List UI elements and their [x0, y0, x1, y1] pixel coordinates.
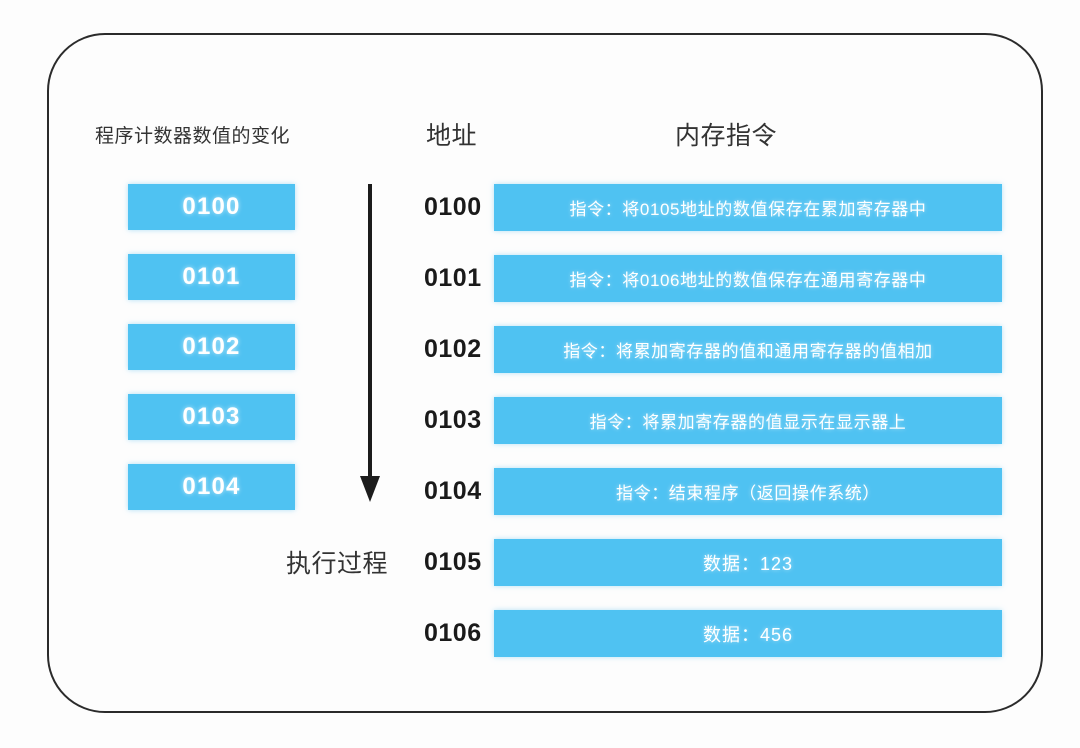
- program-counter-header: 程序计数器数值的变化: [95, 126, 291, 147]
- memory-address: 0105: [424, 548, 482, 576]
- arrow-shaft: [368, 184, 372, 480]
- memory-instruction-header: 内存指令: [675, 122, 778, 150]
- arrow-head-icon: [360, 476, 380, 502]
- table-row: 0104 指令：结束程序（返回操作系统）: [424, 468, 1002, 515]
- program-counter-box: 0101: [128, 254, 295, 300]
- memory-address: 0106: [424, 619, 482, 647]
- table-row: 0103 指令：将累加寄存器的值显示在显示器上: [424, 397, 1002, 444]
- program-counter-box: 0102: [128, 324, 295, 370]
- program-counter-column: 0100 0101 0102 0103 0104: [128, 184, 295, 534]
- memory-content: 指令：结束程序（返回操作系统）: [494, 468, 1002, 515]
- memory-address: 0101: [424, 264, 482, 292]
- memory-content: 指令：将0106地址的数值保存在通用寄存器中: [494, 255, 1002, 302]
- memory-content: 指令：将累加寄存器的值显示在显示器上: [494, 397, 1002, 444]
- table-row: 0106 数据：456: [424, 610, 1002, 657]
- memory-table: 0100 指令：将0105地址的数值保存在累加寄存器中 0101 指令：将010…: [424, 184, 1002, 681]
- memory-content: 指令：将累加寄存器的值和通用寄存器的值相加: [494, 326, 1002, 373]
- memory-content: 数据：123: [494, 539, 1002, 586]
- table-row: 0102 指令：将累加寄存器的值和通用寄存器的值相加: [424, 326, 1002, 373]
- memory-address: 0102: [424, 335, 482, 363]
- execution-process-label: 执行过程: [286, 550, 389, 578]
- program-counter-box: 0103: [128, 394, 295, 440]
- program-counter-box: 0104: [128, 464, 295, 510]
- program-counter-box: 0100: [128, 184, 295, 230]
- diagram-frame: [47, 33, 1043, 713]
- table-row: 0101 指令：将0106地址的数值保存在通用寄存器中: [424, 255, 1002, 302]
- execution-flow-arrow: [356, 184, 384, 504]
- memory-address: 0104: [424, 477, 482, 505]
- memory-address: 0100: [424, 193, 482, 221]
- table-row: 0105 数据：123: [424, 539, 1002, 586]
- address-header: 地址: [426, 122, 478, 150]
- memory-content: 指令：将0105地址的数值保存在累加寄存器中: [494, 184, 1002, 231]
- table-row: 0100 指令：将0105地址的数值保存在累加寄存器中: [424, 184, 1002, 231]
- memory-content: 数据：456: [494, 610, 1002, 657]
- memory-address: 0103: [424, 406, 482, 434]
